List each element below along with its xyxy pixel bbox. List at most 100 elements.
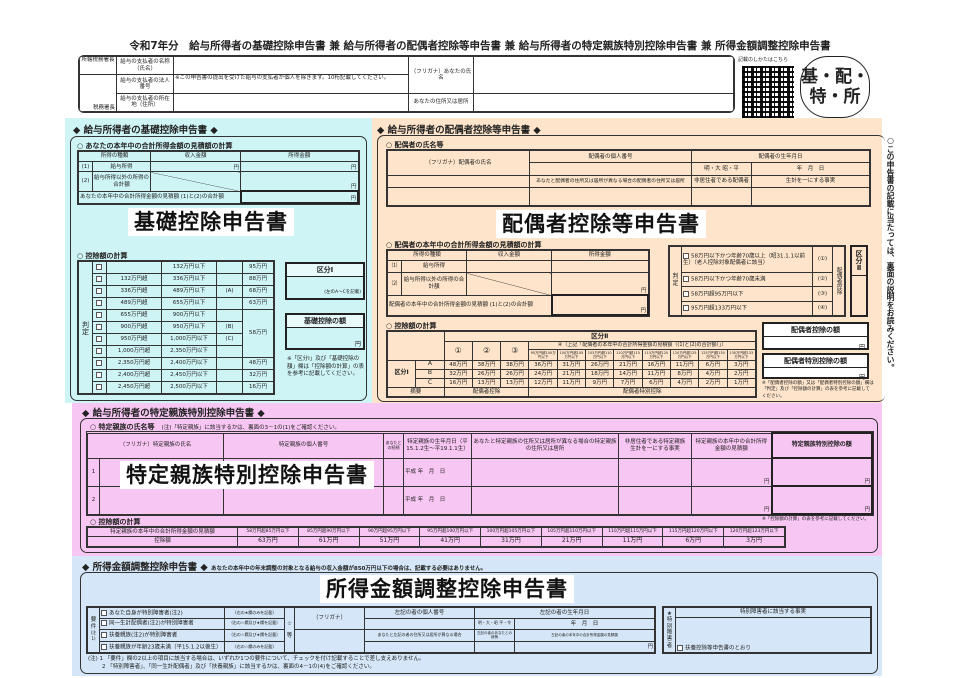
option-text[interactable]: 95万円超133万円以下 — [681, 300, 813, 317]
checkbox[interactable] — [683, 290, 689, 297]
relative-number-field[interactable] — [223, 485, 385, 515]
row-checkbox[interactable] — [92, 273, 107, 286]
salary-income-field[interactable]: 円 — [240, 160, 359, 173]
same-as-field[interactable]: 扶養控除等申告書のとおり — [675, 617, 871, 653]
relative-amount-field[interactable]: 円 — [770, 457, 874, 487]
spouse-furigana-field[interactable] — [387, 174, 530, 189]
relative-address-field[interactable] — [471, 485, 620, 515]
range-from: 655万円超 — [106, 309, 162, 322]
spouse-address-field[interactable] — [529, 187, 692, 206]
income-field[interactable]: 円 — [514, 641, 655, 653]
checkbox[interactable] — [95, 336, 102, 343]
spouse-number-field[interactable] — [529, 162, 692, 176]
spouse-total-field[interactable]: 円 — [550, 294, 650, 316]
salary-revenue-field[interactable]: 円 — [150, 160, 242, 173]
address-field[interactable] — [473, 92, 734, 112]
checkbox[interactable] — [95, 372, 102, 379]
checkbox[interactable] — [95, 312, 102, 319]
other-income-field[interactable]: 円 — [240, 171, 359, 192]
row-checkbox[interactable] — [92, 345, 107, 358]
checkbox[interactable] — [101, 609, 107, 616]
deduction-amount: 21万円 — [540, 536, 603, 547]
judge-option[interactable]: 95万円超133万円以下(④) — [670, 300, 845, 317]
row-checkbox[interactable] — [92, 285, 107, 298]
checkbox[interactable] — [683, 304, 689, 311]
person-number-field[interactable] — [364, 617, 475, 630]
requirement-option[interactable]: 扶養親族が年齢23歳未満（平15.1.2以後生） — [99, 641, 225, 653]
relative-income-field[interactable]: 円 — [691, 485, 773, 515]
checkbox[interactable] — [101, 620, 107, 627]
row-checkbox[interactable] — [92, 381, 107, 394]
checkbox[interactable] — [95, 384, 102, 391]
spouse-address-label: あなたと配偶者の住所又は居所が異なる場合の配偶者の住所又は居所 — [529, 174, 692, 189]
spouse-other-income[interactable]: 円 — [551, 272, 649, 296]
payer-address-field[interactable] — [173, 92, 409, 112]
checkbox[interactable] — [95, 324, 102, 331]
row-checkbox[interactable] — [92, 357, 107, 370]
nonresident-field[interactable] — [618, 457, 693, 487]
spouse-deduction-amount-field[interactable]: 円 — [858, 344, 865, 351]
payer-name-field[interactable] — [173, 56, 409, 76]
checkbox[interactable] — [101, 631, 107, 638]
relative-birth-field[interactable]: 平成 年 月 日 — [403, 485, 473, 515]
spouse-salary-income[interactable] — [551, 259, 649, 274]
checkbox[interactable] — [683, 252, 689, 259]
same-as-checkbox[interactable] — [677, 645, 683, 652]
judge-option[interactable]: 58万円超95万円以下(③) — [670, 286, 845, 302]
checkbox[interactable] — [95, 348, 102, 355]
deduction-value: 16万円 — [641, 359, 671, 370]
spouse-salary-revenue[interactable] — [466, 259, 553, 274]
row-checkbox[interactable] — [92, 333, 107, 346]
qr-code-icon[interactable] — [742, 66, 794, 118]
judge-option[interactable]: 58万円以下かつ年齢70歳未満(②) — [670, 271, 845, 288]
person-number-label: 左記の者の個人番号 — [364, 607, 475, 619]
relation-field[interactable] — [474, 641, 515, 653]
nonresident-field[interactable] — [618, 485, 693, 515]
option-text[interactable]: 58万円超95万円以下 — [681, 286, 813, 302]
relative-birth-field[interactable]: 平成 年 月 日 — [403, 457, 473, 487]
diff-address-field[interactable] — [364, 641, 475, 653]
kubun1-field[interactable]: (左のA～Cを記載) — [324, 290, 361, 295]
relative-address-field[interactable] — [471, 457, 620, 487]
checkbox[interactable] — [95, 288, 102, 295]
spouse-special-amount-field[interactable]: 円 — [858, 374, 865, 381]
relation-field[interactable] — [383, 485, 405, 515]
person-birth-field[interactable]: 年 月 日 — [514, 617, 655, 630]
requirement-hint: (右の☆欄及び★欄を記載) — [224, 617, 285, 630]
spouse-birth-field[interactable]: 年 月 日 — [751, 162, 870, 176]
your-name-field[interactable] — [473, 56, 734, 94]
requirement-option[interactable]: あなた自身が特別障害者(注2) — [99, 607, 225, 619]
row-no: ⑵ — [387, 272, 402, 296]
checkbox[interactable] — [101, 643, 107, 650]
nonresident-field[interactable] — [691, 187, 752, 206]
row-checkbox[interactable] — [92, 369, 107, 382]
row-checkbox[interactable] — [92, 297, 107, 310]
deduction-value: 11万円 — [641, 368, 671, 380]
checkbox[interactable] — [95, 360, 102, 367]
spouse-name-field[interactable] — [387, 187, 530, 206]
livelihood-field[interactable] — [751, 187, 870, 206]
payer-number-field[interactable]: ※この申告書の提出を受けた給与の支払者が個人を除きます。10桁記載してください。 — [173, 74, 409, 94]
requirement-row: 扶養親族(注2)が特別障害者(右の☆欄及び★欄を記載)あなたと左記の者の住所又は… — [88, 628, 655, 654]
row-checkbox[interactable] — [92, 321, 107, 334]
checkbox[interactable] — [683, 276, 689, 283]
option-text[interactable]: 58万円以下かつ年齢70歳以上（昭31.1.1以前生）（老人控除対象配偶者に該当… — [681, 246, 813, 273]
checkbox[interactable] — [95, 264, 102, 271]
requirement-option[interactable]: 扶養親族(注2)が特別障害者 — [99, 628, 225, 643]
relative-amount-field[interactable]: 円 — [770, 485, 874, 515]
relation-field[interactable] — [383, 457, 405, 487]
basic-amount-field[interactable]: 円 — [354, 341, 361, 348]
star-black: ★ — [667, 611, 672, 618]
row-checkbox[interactable] — [92, 261, 107, 274]
total-income-field[interactable]: 円 — [239, 190, 360, 204]
checkbox[interactable] — [95, 300, 102, 307]
relative-name-field[interactable] — [98, 485, 225, 515]
relative-income-field[interactable]: 円 — [691, 457, 773, 487]
option-text[interactable]: 58万円以下かつ年齢70歳未満 — [681, 271, 813, 288]
person-name-field[interactable] — [294, 628, 365, 654]
requirement-option[interactable]: 同一生計配偶者(注2)が特別障害者 — [99, 617, 225, 630]
col-revenue: 収入金額 — [150, 151, 242, 162]
row-checkbox[interactable] — [92, 309, 107, 322]
checkbox[interactable] — [95, 276, 102, 283]
